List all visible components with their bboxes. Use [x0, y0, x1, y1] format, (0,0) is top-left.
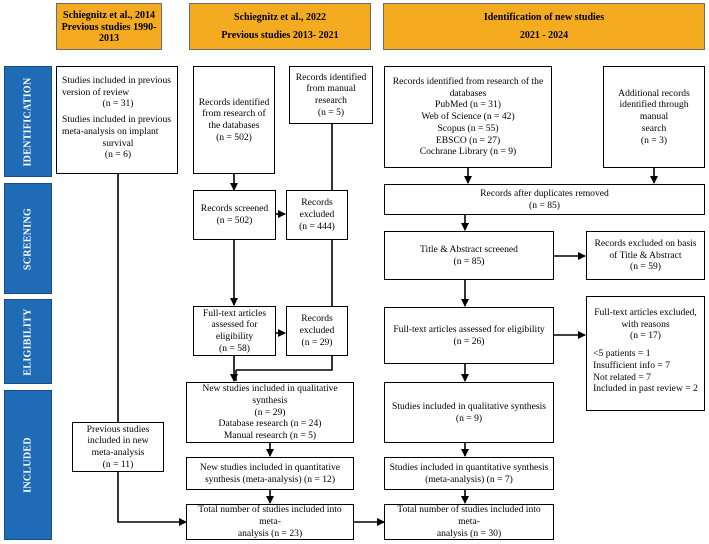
fulltext-2022-box: Full-text articles assessed for eligibil…	[193, 306, 276, 356]
records-excluded-2022-box: Records excluded (n = 444)	[286, 190, 348, 240]
manual-search-new-box: Additional records identified through ma…	[603, 66, 705, 168]
previous-included-box: Previous studies included in new meta-an…	[72, 422, 164, 472]
stage-identification: IDENTIFICATION	[4, 66, 52, 177]
db-research-2022-box: Records identified from research of the …	[193, 66, 275, 174]
stage-included: INCLUDED	[4, 390, 52, 540]
previous-review-box: Studies included in previous version of …	[56, 66, 178, 174]
column-header-subtitle: Previous studies 1990- 2013	[61, 21, 157, 44]
quantitative-2022-box: New studies included in quantitative syn…	[186, 457, 354, 490]
column-header-subtitle: 2021 - 2024	[519, 29, 569, 41]
quantitative-new-box: Studies included in quantitative synthes…	[384, 457, 554, 490]
fulltext-excluded-new-box: Full-text articles excluded, with reason…	[586, 296, 705, 411]
records-screened-2022-box: Records screened (n = 502)	[193, 190, 276, 240]
qualitative-new-box: Studies included in qualitative synthesi…	[384, 382, 554, 443]
manual-research-2022-box: Records identified from manual research …	[289, 66, 373, 124]
excluded-title-abstract-box: Records excluded on basis of Title & Abs…	[586, 231, 705, 280]
qualitative-2022-box: New studies included in qualitative synt…	[186, 382, 354, 443]
exclusion-reasons-list: <5 patients = 1 Insufficient info = 7 No…	[593, 348, 698, 395]
list-item: <5 patients = 1	[593, 348, 651, 360]
column-header-title: Identification of new studies	[483, 12, 605, 24]
stage-eligibility: ELIGIBILITY	[4, 299, 52, 384]
list-item: Not related = 7	[593, 371, 651, 383]
total-2022-box: Total number of studies included into me…	[186, 504, 354, 540]
title-abstract-box: Title & Abstract screened (n = 85)	[384, 231, 554, 280]
total-new-box: Total number of studies included into me…	[384, 504, 554, 540]
fulltext-new-box: Full-text articles assessed for eligibil…	[384, 307, 554, 364]
list-item: Included in past review = 2	[593, 383, 698, 395]
column-header-subtitle: Previous studies 2013- 2021	[221, 29, 339, 41]
stage-screening: SCREENING	[4, 183, 52, 294]
column-header-new: Identification of new studies 2021 - 202…	[383, 3, 705, 50]
column-header-2022: Schiegnitz et al., 2022 Previous studies…	[189, 3, 371, 50]
column-header-2014: Schiegnitz et al., 2014 Previous studies…	[56, 3, 162, 50]
db-research-new-box: Records identified from research of the …	[384, 66, 552, 168]
fulltext-excluded-2022-box: Records excluded (n = 29)	[286, 306, 348, 356]
list-item: Insufficient info = 7	[593, 359, 670, 371]
duplicates-removed-box: Records after duplicates removed (n = 85…	[384, 184, 705, 215]
column-header-title: Schiegnitz et al., 2014	[63, 9, 155, 21]
column-header-title: Schiegnitz et al., 2022	[234, 12, 326, 24]
